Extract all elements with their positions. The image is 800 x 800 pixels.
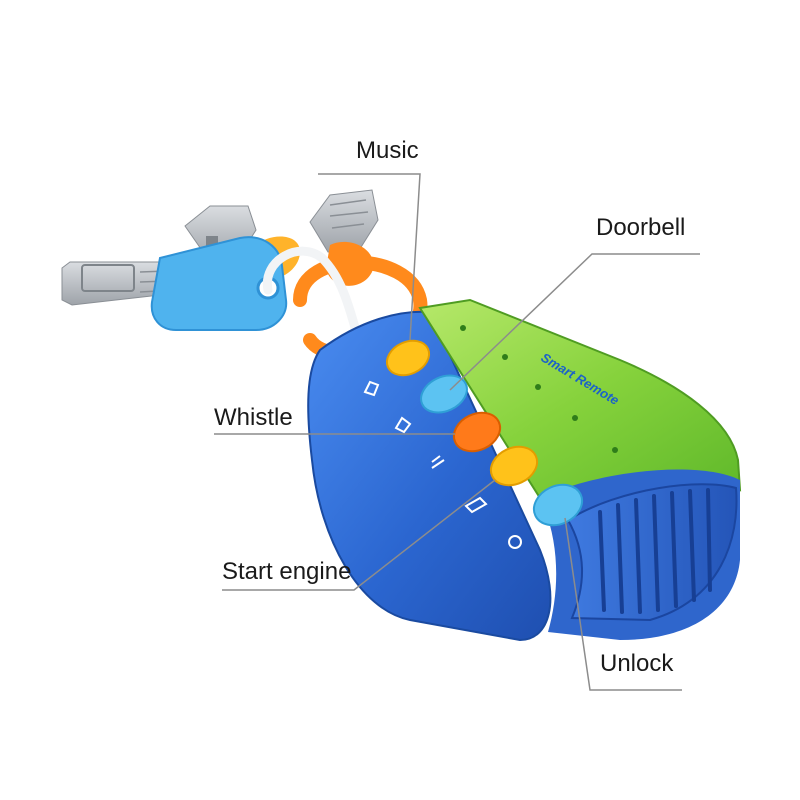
- whistle-label: Whistle: [214, 404, 293, 431]
- start-engine-button[interactable]: [485, 440, 544, 493]
- start-engine-callout-line: [222, 479, 496, 591]
- unlock-label: Unlock: [600, 650, 674, 677]
- music-symbol-icon: [363, 380, 380, 397]
- start-engine-label: Start engine: [222, 558, 352, 585]
- music-callout-line: [318, 173, 421, 341]
- music-button[interactable]: [381, 334, 434, 382]
- bell-symbol-icon: [394, 416, 412, 434]
- key-right-icon: [309, 189, 379, 253]
- strap-icon: [262, 246, 365, 351]
- unlock-callout-line: [564, 517, 682, 691]
- unlock-symbol-icon: [508, 535, 522, 549]
- car-symbol-icon: [464, 496, 488, 514]
- doorbell-label: Doorbell: [596, 214, 686, 241]
- whistle-symbol-icon: [431, 455, 445, 469]
- doorbell-callout-line: [449, 253, 700, 391]
- music-label: Music: [356, 137, 419, 164]
- whistle-button[interactable]: [448, 406, 507, 459]
